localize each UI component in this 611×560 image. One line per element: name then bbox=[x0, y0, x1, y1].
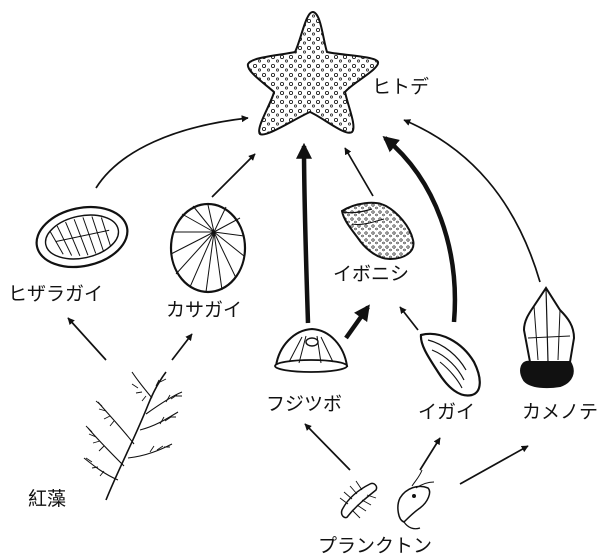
red-algae-icon bbox=[84, 372, 182, 500]
label-kasagai: カサガイ bbox=[166, 299, 242, 321]
chiton-icon bbox=[31, 199, 133, 275]
arrow-plankton-to-goosebarnacle bbox=[460, 446, 528, 484]
arrow-plankton-to-mussel bbox=[420, 438, 440, 470]
arrow-barnacle-to-whelk bbox=[346, 307, 368, 338]
copepod-icon bbox=[340, 481, 377, 518]
whelk-icon bbox=[342, 203, 413, 259]
arrow-whelk-to-starfish bbox=[345, 148, 373, 196]
barnacle-icon bbox=[275, 329, 347, 372]
arrow-mussel-to-whelk bbox=[400, 307, 418, 330]
mussel-icon bbox=[421, 334, 480, 396]
label-plankton: プランクトン bbox=[318, 535, 432, 557]
label-hitode: ヒトデ bbox=[372, 76, 429, 98]
label-hizaragai: ヒザラガイ bbox=[8, 283, 103, 305]
arrow-algae-to-limpet bbox=[172, 334, 192, 360]
arrow-barnacle-to-starfish bbox=[304, 146, 308, 323]
label-koso: 紅藻 bbox=[28, 488, 66, 510]
label-igai: イガイ bbox=[418, 401, 475, 423]
starfish-icon bbox=[248, 12, 378, 135]
arrow-chiton-to-starfish bbox=[96, 118, 248, 188]
limpet-icon bbox=[171, 204, 245, 292]
food-web-arrows bbox=[68, 118, 540, 484]
arrow-limpet-to-starfish bbox=[212, 154, 255, 197]
arrow-algae-to-chiton bbox=[68, 318, 106, 360]
goose-barnacle-icon bbox=[521, 288, 574, 387]
label-ibonishi: イボニシ bbox=[333, 263, 409, 285]
arrow-goosebarnacle-to-starfish bbox=[404, 120, 540, 282]
arrow-plankton-to-barnacle bbox=[305, 424, 350, 470]
label-kamenote: カメノテ bbox=[522, 401, 598, 423]
shrimp-larva-icon bbox=[398, 470, 434, 529]
label-fujitsubo: フジツボ bbox=[266, 393, 342, 415]
